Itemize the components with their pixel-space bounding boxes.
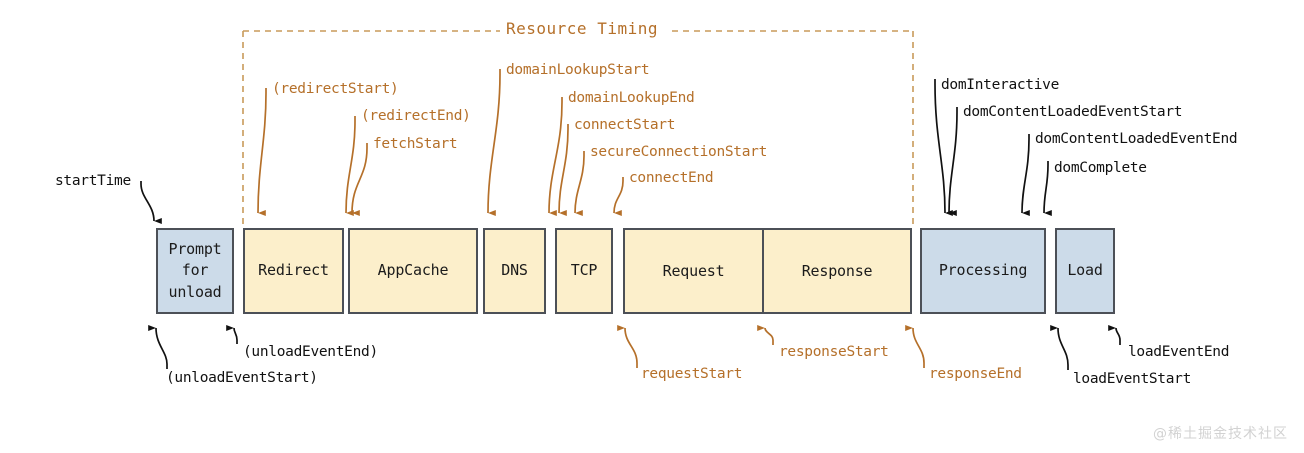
phase-box-load[interactable]: Load <box>1055 228 1115 314</box>
orange-leader-lines <box>257 69 624 217</box>
label-secure-connection-start: secureConnectionStart <box>590 144 768 160</box>
phase-box-dns[interactable]: DNS <box>483 228 546 314</box>
label-dom-content-loaded-event-end: domContentLoadedEventEnd <box>1035 131 1238 147</box>
phase-box-request[interactable]: Request <box>662 262 725 280</box>
label-unload-event-start: (unloadEventStart) <box>166 370 318 386</box>
phase-box-response[interactable]: Response <box>762 230 910 312</box>
phase-box-tcp[interactable]: TCP <box>555 228 613 314</box>
black-leader-lines-bottom-right <box>1050 325 1121 370</box>
label-load-event-end: loadEventEnd <box>1128 344 1230 360</box>
label-start-time: startTime <box>55 173 131 189</box>
orange-leader-lines-bottom <box>617 325 925 368</box>
resource-timing-label: Resource Timing <box>506 19 658 38</box>
label-connect-start: connectStart <box>574 117 676 133</box>
black-leader-lines-bottom-left <box>148 325 238 369</box>
resource-timing-bracket <box>242 30 914 226</box>
label-dom-content-loaded-event-start: domContentLoadedEventStart <box>963 104 1183 120</box>
label-load-event-start: loadEventStart <box>1073 371 1192 387</box>
label-domain-lookup-start: domainLookupStart <box>506 62 650 78</box>
label-response-start: responseStart <box>779 344 889 360</box>
label-request-start: requestStart <box>641 366 743 382</box>
watermark: @稀土掘金技术社区 <box>1153 426 1288 442</box>
label-connect-end: connectEnd <box>629 170 714 186</box>
label-response-end: responseEnd <box>929 366 1022 382</box>
phase-box-appcache[interactable]: AppCache <box>348 228 478 314</box>
label-dom-complete: domComplete <box>1054 160 1147 176</box>
label-domain-lookup-end: domainLookupEnd <box>568 90 695 106</box>
phase-box-processing[interactable]: Processing <box>920 228 1046 314</box>
phase-box-redirect[interactable]: Redirect <box>243 228 344 314</box>
label-unload-event-end: (unloadEventEnd) <box>243 344 378 360</box>
label-fetch-start: fetchStart <box>373 136 458 152</box>
label-redirect-start: (redirectStart) <box>272 81 399 97</box>
phase-box-request-response: Request Response <box>623 228 912 314</box>
phase-box-prompt-for-unload[interactable]: Prompt for unload <box>156 228 234 314</box>
label-redirect-end: (redirectEnd) <box>361 108 471 124</box>
label-dom-interactive: domInteractive <box>941 77 1060 93</box>
black-leader-lines-top <box>140 79 1052 224</box>
